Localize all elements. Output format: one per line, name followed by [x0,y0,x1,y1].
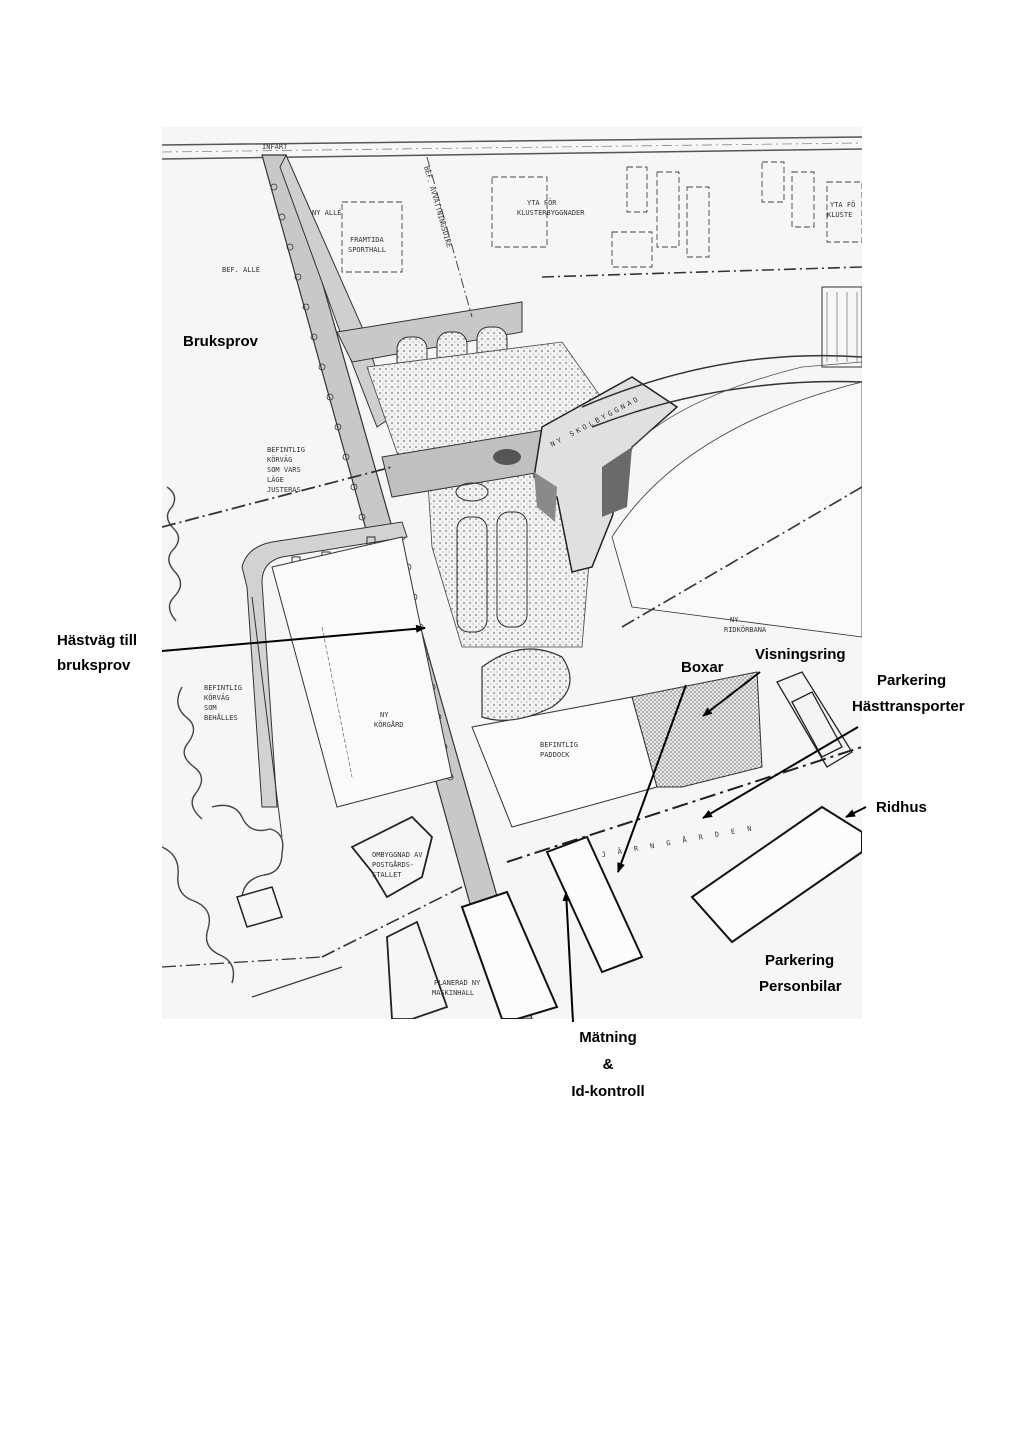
label-ny-korgard-2: KÖRGÅRD [374,720,404,729]
curved-road [581,354,862,408]
label-sporthall: SPORTHALL [348,246,386,254]
label-ombyggnad-3: STALLET [372,871,402,879]
annotation-bruksprov: Bruksprov [183,333,259,350]
label-klusterbyggnader: KLUSTERBYGGNADER [517,209,585,217]
annotation-hastvag-line2: bruksprov [57,657,131,674]
label-befintlig-korvag-behalles-1: BEFINTLIG [204,684,242,692]
label-planerad-ny: PLANERAD NY [434,979,481,987]
annotation-matning-line2: & [602,1056,614,1073]
ny-korgard [271,536,453,808]
label-yta-for: YTA FÖR [527,198,557,207]
label-befintlig-korvag-behalles-4: BEHÅLLES [204,713,238,722]
lower-drive [241,521,408,808]
label-befintlig-korvag-3: SOM VARS [267,466,301,474]
boxar-building [545,835,644,974]
label-framtida: FRAMTIDA [350,236,385,244]
label-yta-fo: YTA FÖ [830,200,855,209]
annotation-parkering-person-line1: Parkering [765,952,835,969]
annotation-visningsring: Visningsring [755,646,846,663]
planerad-maskinhall [386,920,449,1019]
site-plan-map: NY SKOLBYGGNAD [162,127,862,1019]
label-kluste: KLUSTE [827,211,852,219]
site-plan-drawing: NY SKOLBYGGNAD [162,127,862,1019]
label-ombyggnad-2: POSTGÅRDS- [372,860,414,869]
label-befintlig-korvag-behalles-3: SOM [204,704,217,712]
east-road [336,301,523,363]
matning-building [460,890,559,1019]
future-buildings [341,161,862,273]
label-maskinhall: MASKINHALL [432,989,474,997]
label-ny-ridkorbana-2: RIDKÖRBANA [724,625,767,634]
annotation-hastvag-line1: Hästväg till [57,632,138,649]
label-ny-ridkorbana-1: NY [730,616,739,624]
label-befintlig-korvag-behalles-2: KÖRVÄG [204,693,229,702]
annotation-parkering-person-line2: Personbilar [759,978,842,995]
label-befintlig-paddock-2: PADDOCK [540,751,570,759]
annotation-boxar: Boxar [681,659,724,676]
ridhus-building [690,805,862,944]
label-befintlig-korvag-1: BEFINTLIG [267,446,305,454]
label-infart: INFART [262,143,288,151]
label-befintlig-paddock-1: BEFINTLIG [540,741,578,749]
annotation-matning-line1: Mätning [579,1029,637,1046]
label-ombyggnad-1: OMBYGGNAD AV [372,851,423,859]
label-befintlig-korvag-5: JUSTERAS [267,486,301,494]
annotation-parkering-hast-line2: Hästtransporter [852,698,965,715]
label-bef-alle: BEF. ALLÉ [222,265,260,274]
label-ny-korgard-1: NY [380,711,389,719]
ombyggnad-postgardsstallet [350,815,433,899]
label-befintlig-korvag-4: LÄGE [267,475,284,484]
label-befintlig-korvag-2: KÖRVÄG [267,455,292,464]
south-parking [456,511,528,633]
annotation-matning-line3: Id-kontroll [571,1083,645,1100]
annotation-parkering-hast-line1: Parkering [877,672,947,689]
annotation-ridhus: Ridhus [876,799,927,816]
western-tree-line [162,486,284,984]
label-ny-alle: NY ALLÉ [312,208,342,217]
